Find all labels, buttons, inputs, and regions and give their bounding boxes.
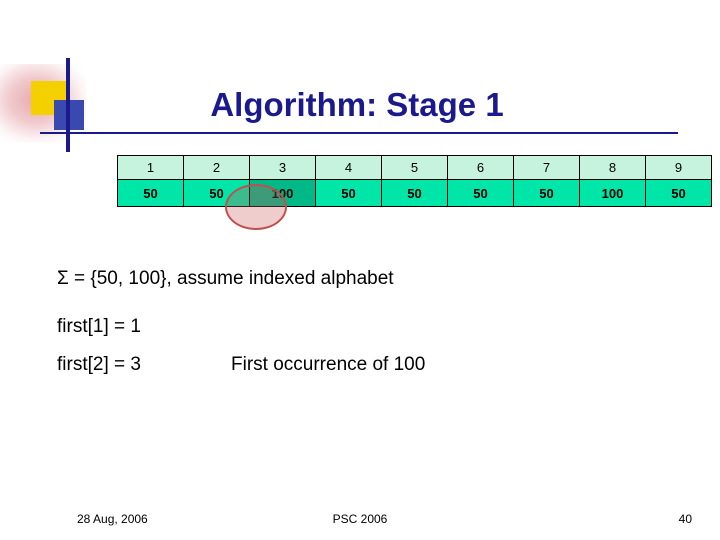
array-table: 1 2 3 4 5 6 7 8 9 50 50 100 50 50 50 50 … [117, 155, 712, 207]
index-cell: 2 [183, 155, 250, 180]
page-title: Algorithm: Stage 1 [210, 86, 504, 123]
value-cell: 50 [645, 179, 712, 207]
vertical-rule [66, 58, 70, 152]
value-cell: 50 [315, 179, 382, 207]
footer-conference: PSC 2006 [332, 512, 388, 526]
first-occurrence-note: First occurrence of 100 [231, 354, 426, 375]
footer-date: 28 Aug, 2006 [77, 512, 148, 526]
first1-line: first[1] = 1 [57, 316, 141, 337]
index-cell: 1 [117, 155, 184, 180]
first2-line: first[2] = 3 [57, 354, 141, 375]
table-row-indices: 1 2 3 4 5 6 7 8 9 [117, 155, 712, 180]
highlight-circle [225, 184, 287, 230]
value-cell: 50 [447, 179, 514, 207]
index-cell: 6 [447, 155, 514, 180]
index-cell: 9 [645, 155, 712, 180]
footer-page-number: 40 [678, 512, 692, 526]
value-cell: 50 [117, 179, 184, 207]
alphabet-line: Σ = {50, 100}, assume indexed alphabet [57, 268, 394, 289]
value-cell: 50 [381, 179, 448, 207]
decorative-corner-graphic [0, 58, 120, 152]
index-cell: 5 [381, 155, 448, 180]
title-underline [40, 132, 678, 134]
index-cell: 7 [513, 155, 580, 180]
value-cell: 50 [513, 179, 580, 207]
index-cell: 3 [249, 155, 316, 180]
index-cell: 4 [315, 155, 382, 180]
index-cell: 8 [579, 155, 646, 180]
table-row-values: 50 50 100 50 50 50 50 100 50 [117, 179, 712, 207]
value-cell: 100 [579, 179, 646, 207]
